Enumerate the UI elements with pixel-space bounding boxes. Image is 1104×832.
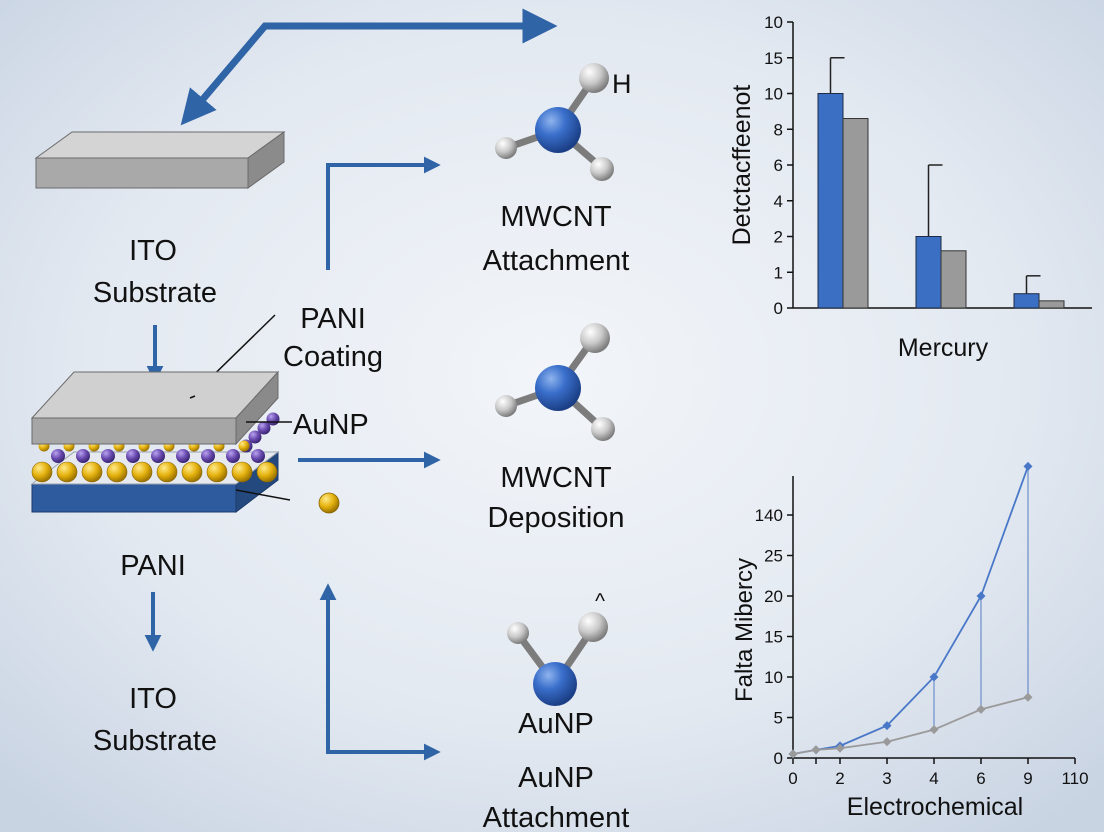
line-point-blue <box>1023 461 1033 471</box>
bar-y-tick-label: 10 <box>764 13 783 32</box>
ito-bottom-label-1: ITO <box>129 683 177 715</box>
pani-layer-leader <box>235 489 291 501</box>
mwcnt-deposition-label-2: Deposition <box>487 502 624 534</box>
gold-bead-icon <box>231 461 253 483</box>
line-point-blue <box>882 721 892 731</box>
line-point-blue <box>929 672 939 682</box>
bar-x-label: Mercury <box>898 334 989 362</box>
purple-bead-icon <box>151 449 165 463</box>
gold-bead-icon <box>81 461 103 483</box>
gold-bead-icon <box>256 461 278 483</box>
line-x-tick-label: 110 <box>1061 769 1088 788</box>
purple-bead-icon <box>226 449 240 463</box>
line-point-gray <box>835 743 845 753</box>
layer-stack <box>30 370 280 514</box>
bar-y-tick-label: 4 <box>774 192 783 211</box>
arrow-to-aunp-attachment <box>319 583 441 761</box>
bar-y-tick-label: 1 <box>774 263 783 282</box>
purple-bead-icon <box>126 449 140 463</box>
bar-blue <box>915 236 942 309</box>
line-y-tick-label: 10 <box>764 668 783 687</box>
bar-y-tick-label: 2 <box>774 228 783 247</box>
gold-bead-icon <box>206 461 228 483</box>
bar-y-tick-label: 6 <box>774 156 783 175</box>
line-point-gray <box>1023 692 1033 702</box>
line-y-tick-label: 15 <box>764 628 783 647</box>
mwcnt-attachment-label-1: MWCNT <box>500 201 611 233</box>
pani-label: PANI <box>120 550 186 582</box>
gold-nanoparticle-icon <box>318 492 340 514</box>
line-y-tick-label: 0 <box>774 749 783 768</box>
mwcnt-attachment-label-2: Attachment <box>483 245 630 277</box>
gold-bead-icon <box>238 440 250 452</box>
bar-chart: 0 1 2 4 6 8 10 15 10 Mercury Detctacffeenot <box>728 13 1092 362</box>
bar-y-tick-label: 8 <box>774 120 783 139</box>
molecule-mwcnt-deposition-icon <box>495 323 615 441</box>
line-y-tick-label: 25 <box>764 547 783 566</box>
gold-bead-icon <box>131 461 153 483</box>
bar-y-tick-label: 0 <box>774 299 783 318</box>
aunp-attachment-label-1: AuNP <box>518 762 594 794</box>
line-x-label: Electrochemical <box>847 793 1023 821</box>
aunp-attachment-label-2: Attachment <box>483 802 630 832</box>
purple-bead-icon <box>101 449 115 463</box>
purple-bead-icon <box>248 430 262 444</box>
line-x-tick-label: 3 <box>882 769 891 788</box>
line-y-tick-label: 20 <box>764 587 783 606</box>
ito-substrate-slab <box>34 131 286 189</box>
line-y-tick-label: 5 <box>774 709 783 728</box>
purple-bead-icon <box>257 421 271 435</box>
pani-coating-label-1: PANI <box>300 303 366 335</box>
arrow-to-mwcnt-attachment <box>326 156 441 270</box>
bar-gray <box>940 250 967 309</box>
line-point-gray <box>882 737 892 747</box>
ito-top-label-1: ITO <box>129 235 177 267</box>
line-point-blue <box>976 591 986 601</box>
purple-bead-icon <box>51 449 65 463</box>
line-x-tick-label: 0 <box>788 769 797 788</box>
line-point-gray <box>811 745 821 755</box>
line-chart: 0 2 3 4 6 9 110 0 5 10 15 20 25 140 Electrochemical F… <box>731 461 1089 821</box>
h-atom-label: H <box>612 69 632 99</box>
molecule-mwcnt-attachment-icon <box>495 63 614 181</box>
gold-bead-icon <box>181 461 203 483</box>
line-y-tick-label: 140 <box>755 506 783 525</box>
gold-bead-icon <box>56 461 78 483</box>
mwcnt-deposition-label-1: MWCNT <box>500 462 611 494</box>
molecule-aunp-attachment-icon <box>507 612 608 706</box>
aunp-molecule-label: AuNP <box>518 708 594 740</box>
bar-blue <box>1013 293 1040 309</box>
top-cycle-arrow <box>180 8 558 126</box>
line-y-label: Falta Mibercy <box>731 558 758 702</box>
bar-blue <box>817 93 844 309</box>
bar-gray <box>842 118 869 309</box>
line-x-tick-label: 4 <box>929 769 938 788</box>
caret-atom-label: ^ <box>595 590 605 613</box>
ito-top-label-2: Substrate <box>93 277 217 309</box>
bar-y-label: Detctacffeenot <box>728 85 756 246</box>
pani-coating-label-2: Coating <box>283 341 383 373</box>
bar-y-tick-label: 10 <box>764 85 783 104</box>
line-x-tick-label: 2 <box>835 769 844 788</box>
gold-bead-icon <box>31 461 53 483</box>
bar-y-tick-label: 15 <box>764 49 783 68</box>
line-x-tick-label: 9 <box>1023 769 1032 788</box>
line-point-gray <box>929 725 939 735</box>
purple-bead-icon <box>266 412 280 426</box>
aunp-side-label: AuNP <box>293 409 369 441</box>
purple-bead-icon <box>201 449 215 463</box>
line-point-gray <box>788 749 798 759</box>
bar-gray <box>1038 300 1065 309</box>
purple-bead-icon <box>176 449 190 463</box>
purple-bead-icon <box>76 449 90 463</box>
gold-bead-icon <box>156 461 178 483</box>
line-point-gray <box>976 704 986 714</box>
line-x-tick-label: 6 <box>976 769 985 788</box>
purple-bead-icon <box>251 449 265 463</box>
ito-bottom-label-2: Substrate <box>93 725 217 757</box>
gold-bead-icon <box>106 461 128 483</box>
